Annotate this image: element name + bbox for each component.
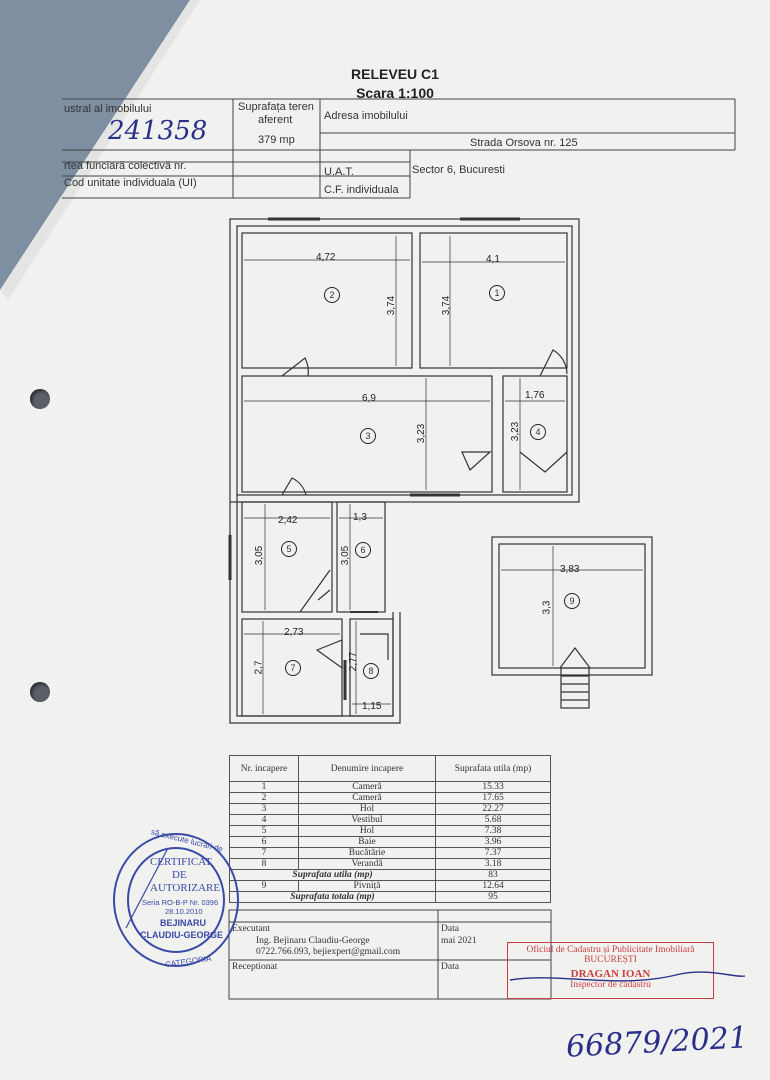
room-number-8: 8 bbox=[363, 663, 379, 679]
suprafata-value: 379 mp bbox=[258, 134, 295, 146]
dim-room8-width: 1,15 bbox=[362, 701, 382, 712]
dim-room5-width: 2,42 bbox=[278, 515, 298, 526]
dim-room7-width: 2,73 bbox=[284, 627, 304, 638]
uat-value: Sector 6, Bucuresti bbox=[412, 164, 505, 176]
dim-room9-width: 3,83 bbox=[560, 564, 580, 575]
adresa-value: Strada Orsova nr. 125 bbox=[470, 137, 578, 149]
ocpi-line1: Oficiul de Cadastru și Publicitate Imobi… bbox=[526, 945, 695, 955]
certificate-stamp bbox=[113, 833, 239, 967]
room-number-3: 3 bbox=[360, 428, 376, 444]
dim-room1-width: 4,1 bbox=[486, 254, 500, 265]
ocpi-stamp: Oficiul de Cadastru și Publicitate Imobi… bbox=[507, 942, 714, 999]
stamp-blue-line1: CERTIFICAT bbox=[150, 856, 212, 868]
table-total-row: Suprafata totala (mp)95 bbox=[229, 891, 551, 903]
uat-label: U.A.T. bbox=[324, 166, 354, 178]
room-number-9: 9 bbox=[564, 593, 580, 609]
data-value: mai 2021 bbox=[441, 936, 477, 946]
stamp-blue-serie: Seria RO-B-P Nr. 0396 bbox=[142, 898, 219, 907]
carte-funciara-label: rtea funciară colectivă nr. bbox=[64, 160, 187, 172]
document-scale: Scara 1:100 bbox=[356, 85, 434, 101]
dim-room2-width: 4,72 bbox=[316, 252, 336, 263]
data2-label: Data bbox=[441, 962, 459, 972]
nr-cadastral-value: 241358 bbox=[108, 116, 208, 146]
stamp-blue-name2: CLAUDIU-GEORGE bbox=[140, 930, 223, 940]
room-number-4: 4 bbox=[530, 424, 546, 440]
ocpi-line4: Inspector de cadastru bbox=[570, 980, 651, 990]
cod-ui-label: Cod unitate individuala (UI) bbox=[64, 177, 197, 189]
executant-name: Ing. Bejinaru Claudiu-George bbox=[256, 936, 370, 946]
room-number-2: 2 bbox=[324, 287, 340, 303]
cf-label: C.F. individuala bbox=[324, 184, 399, 196]
punch-hole-top bbox=[30, 389, 50, 409]
ocpi-line2: BUCUREȘTI bbox=[584, 955, 637, 965]
receptionat-label: Receptionat bbox=[232, 962, 278, 972]
ocpi-line3: DRAGAN IOAN bbox=[570, 968, 651, 980]
stamp-blue-line2: DE bbox=[172, 869, 187, 881]
executant-label: Executant bbox=[232, 924, 270, 934]
adresa-label: Adresa imobilului bbox=[324, 110, 408, 122]
totala-value: 95 bbox=[435, 891, 551, 903]
table-total-row: Suprafata utila (mp)83 bbox=[229, 869, 551, 881]
stamp-blue-date: 28.10.2010 bbox=[165, 907, 203, 916]
room-number-7: 7 bbox=[285, 660, 301, 676]
room-number-5: 5 bbox=[281, 541, 297, 557]
nr-cadastral-label: ustral al imobilului bbox=[64, 103, 152, 115]
data-label: Data bbox=[441, 924, 459, 934]
dim-room3-width: 6,9 bbox=[362, 393, 376, 404]
signature-mark bbox=[509, 971, 746, 982]
suprafata-label-2: aferent bbox=[258, 114, 293, 126]
table-header-suprafata: Suprafata utila (mp) bbox=[435, 755, 551, 782]
rooms-table: Nr. incapere Denumire incapere Suprafata… bbox=[229, 755, 551, 903]
suprafata-label-1: Suprafața teren bbox=[238, 101, 314, 113]
table-header-nr: Nr. incapere bbox=[229, 755, 299, 782]
executant-contact: 0722.766.093, bejiexpert@gmail.com bbox=[256, 947, 401, 957]
dim-room6-width: 1,3 bbox=[353, 512, 367, 523]
room-number-1: 1 bbox=[489, 285, 505, 301]
header-grid bbox=[62, 98, 736, 199]
stamp-blue-name1: BEJINARU bbox=[160, 918, 207, 928]
floor-plan bbox=[228, 217, 653, 724]
room-number-6: 6 bbox=[355, 542, 371, 558]
stamp-blue-line3: AUTORIZARE bbox=[150, 882, 221, 894]
dim-room4-width: 1,76 bbox=[525, 390, 545, 401]
footer-grid bbox=[228, 909, 552, 1000]
punch-hole-bottom bbox=[30, 682, 50, 702]
document-title: RELEVEU C1 bbox=[351, 66, 439, 82]
